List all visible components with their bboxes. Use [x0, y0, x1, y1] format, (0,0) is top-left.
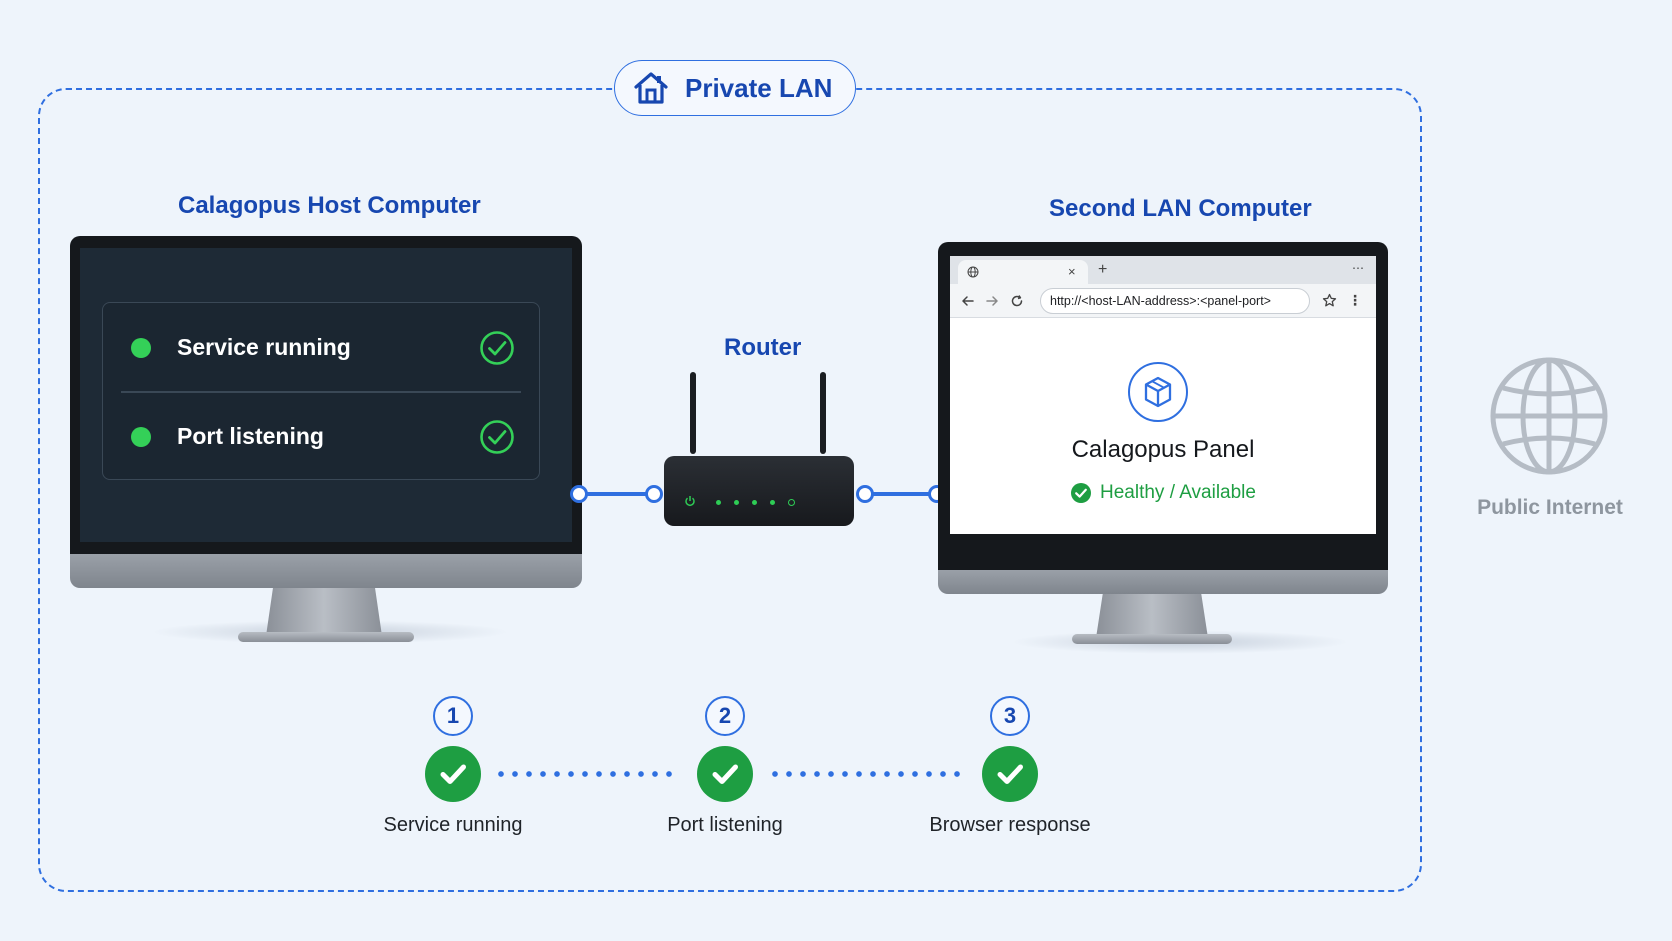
power-icon [685, 496, 695, 507]
status-card: Service running Port listening [102, 302, 540, 480]
host-monitor: Service running Port listening [70, 236, 582, 642]
browser-toolbar: http://<host-LAN-address>:<panel-port> ⋮ [950, 284, 1376, 318]
status-divider [121, 391, 521, 393]
router-body [664, 456, 854, 526]
router-led [716, 500, 721, 505]
status-dot [131, 337, 151, 358]
step-number: 1 [433, 696, 473, 736]
router-led [752, 500, 757, 505]
router-antenna [820, 372, 826, 454]
client-monitor-neck [1096, 594, 1208, 638]
browser-tab-bar: × + ⋯ [950, 256, 1376, 284]
browser-window: × + ⋯ http://<host-LAN-address>:<panel-p… [950, 256, 1376, 534]
check-circle-icon [480, 419, 514, 454]
check-circle-icon [480, 330, 514, 365]
status-label: Service running [177, 334, 351, 360]
host-monitor-neck [266, 588, 382, 636]
forward-arrow-icon[interactable] [985, 294, 999, 308]
router-led [770, 500, 775, 505]
step-number: 3 [990, 696, 1030, 736]
panel-status-label: Healthy / Available [1100, 482, 1256, 503]
step-connector [768, 771, 966, 777]
router-led-ring [788, 499, 795, 506]
step-label: Service running [383, 814, 523, 836]
router-client-link [864, 492, 938, 496]
back-arrow-icon[interactable] [961, 294, 975, 308]
host-computer-title: Calagopus Host Computer [178, 192, 481, 219]
browser-menu-icon[interactable]: ⋮ [1348, 292, 1362, 308]
step-label: Port listening [667, 814, 783, 836]
step-check-icon [982, 746, 1038, 802]
tab-close-icon[interactable]: × [1068, 264, 1076, 279]
cube-icon [1128, 362, 1188, 422]
panel-name: Calagopus Panel [1071, 436, 1255, 463]
step-check-icon [425, 746, 481, 802]
host-monitor-foot [238, 632, 414, 642]
host-monitor-chin [70, 554, 582, 588]
status-row-service: Service running [103, 303, 539, 392]
private-lan-label: Private LAN [685, 72, 833, 103]
step-number: 2 [705, 696, 745, 736]
status-dot [131, 426, 151, 447]
url-bar[interactable]: http://<host-LAN-address>:<panel-port> [1040, 288, 1310, 314]
check-circle-icon [1071, 483, 1091, 503]
panel-status: Healthy / Available [950, 482, 1376, 504]
client-monitor-chin [938, 570, 1388, 594]
house-icon [634, 72, 668, 104]
globe-icon [1490, 357, 1608, 475]
step-connector [494, 771, 676, 777]
tab-menu-icon[interactable]: ⋯ [1352, 261, 1364, 275]
client-monitor-bezel: × + ⋯ http://<host-LAN-address>:<panel-p… [938, 242, 1388, 570]
connection-node [856, 485, 874, 503]
host-router-link [580, 492, 654, 496]
router-antenna [690, 372, 696, 454]
browser-tab[interactable]: × [958, 260, 1088, 284]
client-monitor-foot [1072, 634, 1232, 644]
connection-node [570, 485, 588, 503]
private-lan-badge: Private LAN [614, 60, 856, 116]
router [664, 372, 854, 542]
new-tab-icon[interactable]: + [1098, 261, 1108, 278]
router-label: Router [724, 334, 802, 361]
client-computer-title: Second LAN Computer [1049, 195, 1312, 222]
router-led [734, 500, 739, 505]
host-monitor-bezel: Service running Port listening [70, 236, 582, 554]
step-check-icon [697, 746, 753, 802]
globe-icon [967, 266, 979, 278]
status-label: Port listening [177, 423, 324, 449]
public-internet-label: Public Internet [1477, 496, 1623, 519]
star-icon[interactable] [1322, 293, 1337, 308]
step-label: Browser response [929, 814, 1091, 836]
client-monitor: × + ⋯ http://<host-LAN-address>:<panel-p… [938, 242, 1388, 644]
host-screen: Service running Port listening [80, 248, 572, 542]
connection-node [645, 485, 663, 503]
status-row-port: Port listening [103, 392, 539, 481]
reload-icon[interactable] [1010, 294, 1024, 308]
